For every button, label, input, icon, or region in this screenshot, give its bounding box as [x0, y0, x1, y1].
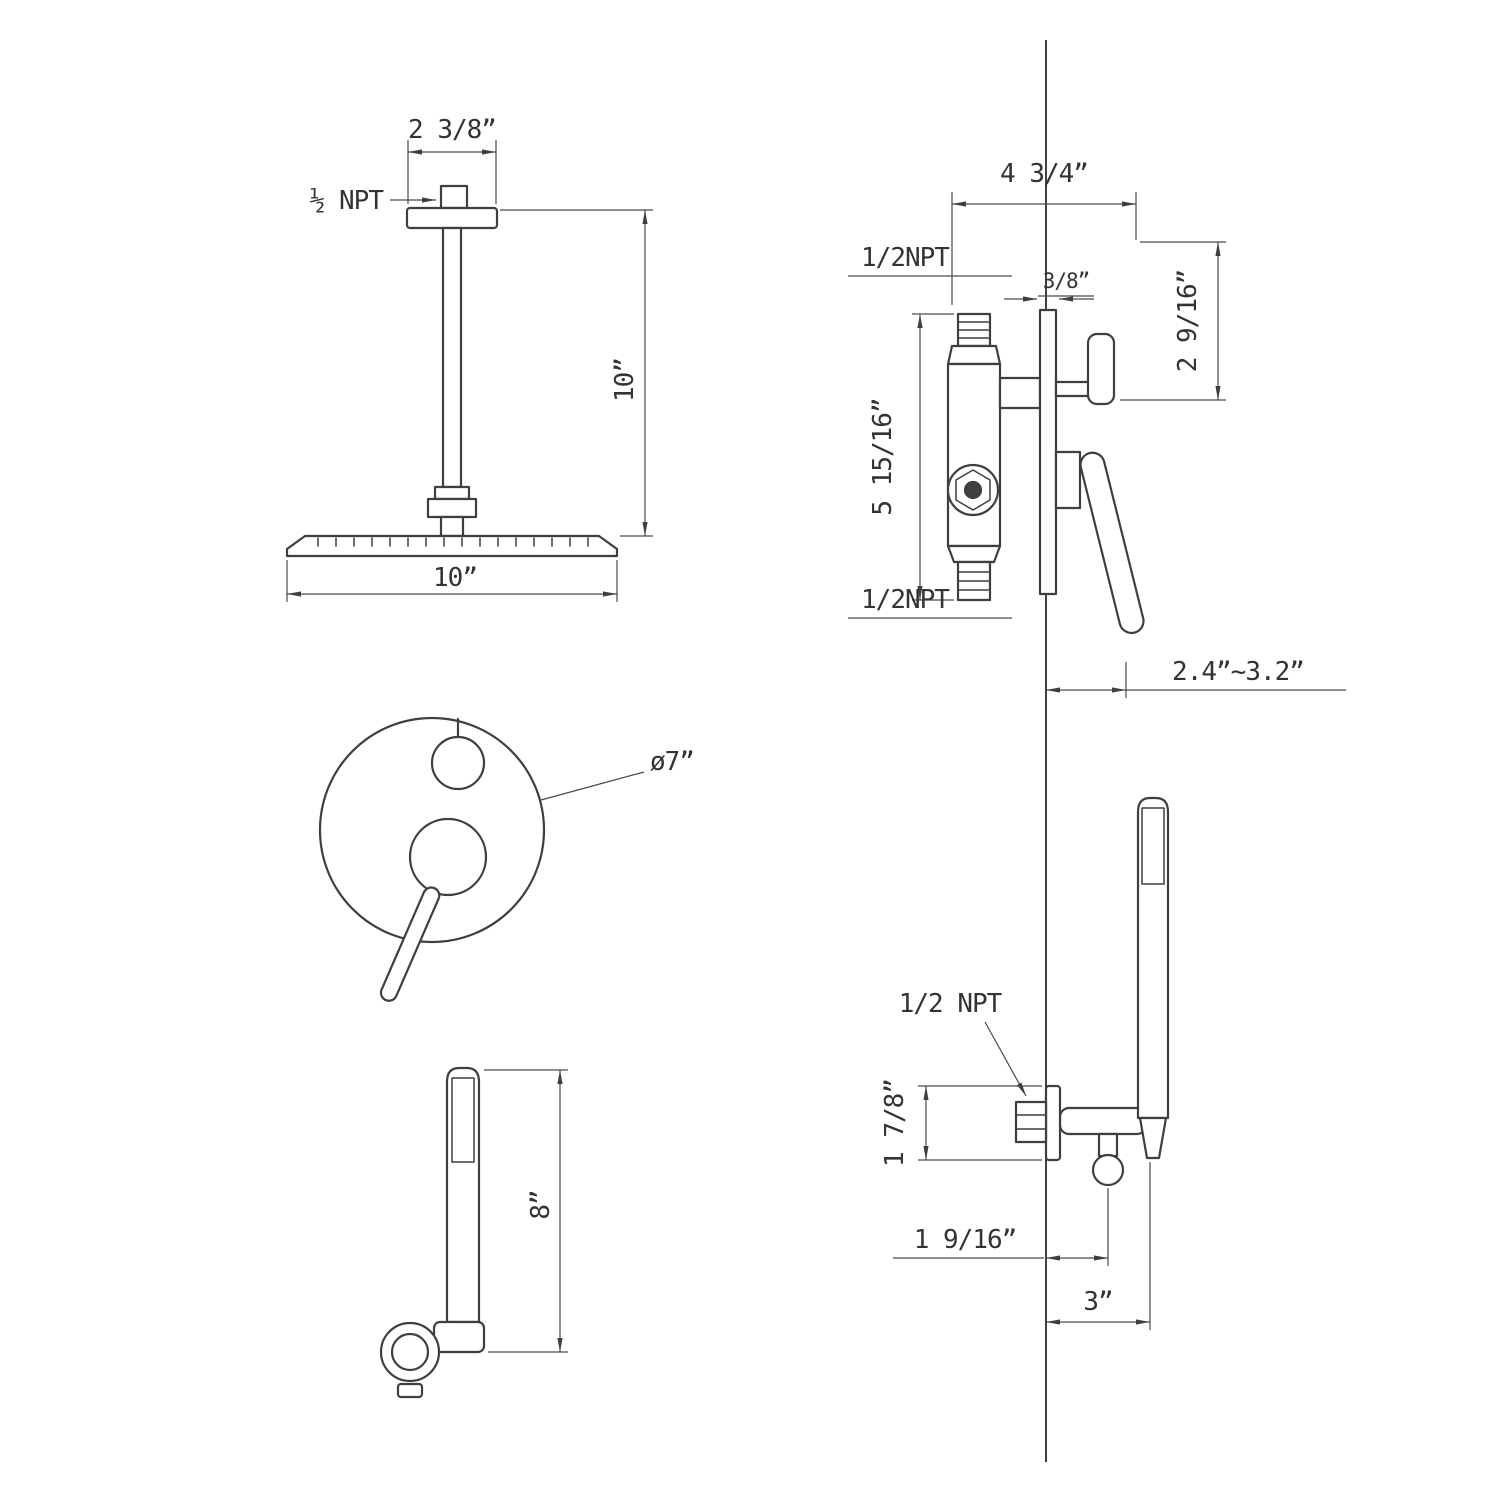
valve-top-collar [946, 344, 1002, 366]
outlet-offset-label: 1 9/16” [914, 1225, 1017, 1255]
diverter-knob-side [1086, 332, 1116, 406]
holder-reach-label: 3” [1083, 1287, 1112, 1317]
top-nipple-threads [957, 321, 991, 339]
trim-diameter-label: ø7” [650, 747, 694, 777]
ext-lines-wand-length [484, 1069, 568, 1353]
view-valve-side: 4 3/4” 1/2NPT 3/8” 2 9/16” 5 15/16” 1/2N… [848, 159, 1346, 698]
spray-face-texture-side [1141, 807, 1165, 885]
wand-length-label: 8” [526, 1190, 556, 1219]
flange-height-label: 1 7/8” [880, 1079, 910, 1167]
ext-lines-total-width [951, 192, 1137, 305]
diverter-stem [1054, 380, 1092, 398]
body-height-label: 5 15/16” [868, 398, 898, 515]
view-hand-shower: 8” [379, 1066, 568, 1399]
arm-connector-lower [426, 497, 478, 519]
wall-depth-range-label: 2.4”~3.2” [1172, 657, 1304, 687]
arm-length-label: 10” [610, 358, 640, 402]
handle-hub [408, 817, 488, 897]
shower-arm [441, 226, 463, 489]
ceiling-inlet-nipple [439, 184, 469, 210]
outlet-thread-label: 1/2 NPT [899, 989, 1003, 1019]
handle-lever [379, 886, 441, 1002]
head-neck [439, 515, 465, 538]
hand-shower-wand [445, 1066, 481, 1324]
rain-head-nozzles [317, 537, 589, 547]
arm-connector-upper [433, 485, 471, 501]
knob-offset-label: 2 9/16” [1173, 270, 1203, 373]
ext-lines-arm-length [500, 209, 653, 537]
plate-gap-label: 3/8” [1043, 269, 1090, 293]
hand-shower-drawing [379, 1066, 486, 1399]
ceiling-shower-dimensions: 2 3/8” ½ NPT 10” 10” [286, 115, 653, 602]
valve-drawing [946, 308, 1145, 635]
holder-ring-inner [390, 1332, 430, 1372]
hose-outlet-stem [1097, 1132, 1119, 1158]
valve-dimensions: 4 3/4” 1/2NPT 3/8” 2 9/16” 5 15/16” 1/2N… [848, 159, 1346, 698]
bottom-outlet-thread-label: 1/2NPT [861, 585, 950, 615]
hex-center [963, 480, 983, 500]
view-wall-outlet: 1/2 NPT 1 7/8” 1 9/16” 3” [880, 796, 1170, 1330]
flange-width-label: 2 3/8” [408, 115, 496, 145]
valve-bottom-collar [946, 544, 1002, 564]
ext-lines-knob-offset [1120, 241, 1226, 401]
view-trim-plate: ø7” [318, 716, 695, 1002]
bottom-nipple-threads [957, 571, 991, 591]
valve-body [946, 362, 1002, 548]
leader-outlet-thread [984, 1021, 1027, 1097]
hand-shower-wand-side [1136, 796, 1170, 1120]
wand-handle-tip [1138, 1116, 1168, 1160]
ext-lines-flange-height [918, 1085, 1042, 1161]
diverter-knob-front [430, 735, 486, 791]
total-width-label: 4 3/4” [1000, 159, 1088, 189]
trim-plate-drawing [318, 716, 546, 1002]
view-ceiling-shower: 2 3/8” ½ NPT 10” 10” [285, 115, 653, 602]
valve-side-port [998, 376, 1042, 410]
ceiling-shower-drawing [285, 184, 619, 558]
wall-outlet-dimensions: 1/2 NPT 1 7/8” 1 9/16” 3” [880, 989, 1151, 1330]
holder-nub [396, 1382, 424, 1399]
outlet-flange [1044, 1084, 1062, 1162]
hose-outlet-nub [1091, 1153, 1125, 1187]
head-width-label: 10” [433, 563, 477, 593]
ext-underline-depth-range [1125, 662, 1346, 698]
supply-hex-nut [1014, 1100, 1048, 1144]
top-inlet-thread-label: 1/2NPT [861, 243, 950, 273]
hex-nut-lines [1015, 1114, 1047, 1130]
ceiling-flange [405, 206, 499, 230]
inlet-thread-label: ½ NPT [310, 186, 385, 216]
leader-diameter [540, 771, 645, 801]
wall-outlet-drawing [1014, 796, 1170, 1187]
holder-arm [1058, 1106, 1148, 1136]
hex-nut-facets [955, 469, 991, 511]
holder-bracket [432, 1320, 486, 1354]
handle-adapter [1054, 450, 1082, 510]
mixer-handle-side [1079, 451, 1145, 635]
trim-plate-side [1038, 308, 1058, 596]
ext-lines-outlet-offset [893, 1188, 1109, 1266]
spray-face-texture [451, 1077, 475, 1163]
